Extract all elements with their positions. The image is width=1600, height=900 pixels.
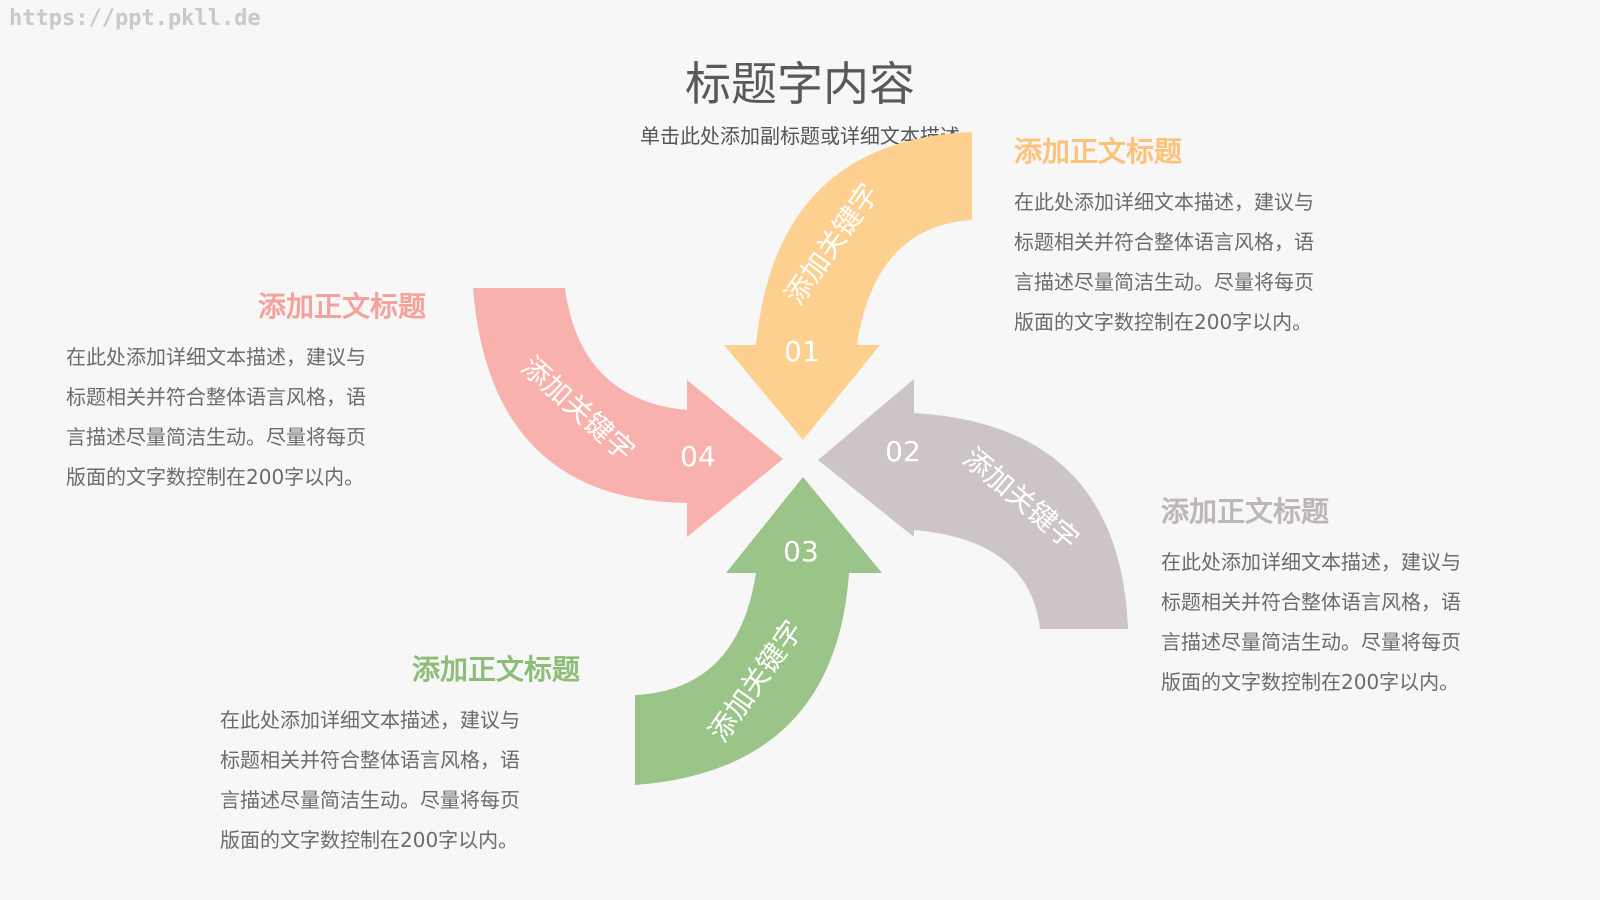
text-line: 标题相关并符合整体语言风格，语 <box>1161 590 1461 614</box>
arrow-04-shape <box>473 288 783 537</box>
text-line: 言描述尽量简洁生动。尽量将每页 <box>66 425 366 449</box>
text-block-04-body: 在此处添加详细文本描述，建议与 标题相关并符合整体语言风格，语 言描述尽量简洁生… <box>66 337 426 497</box>
arrow-04: 添加关键字 04 <box>473 288 783 537</box>
arrow-03-number: 03 <box>783 535 819 568</box>
text-line: 言描述尽量简洁生动。尽量将每页 <box>1161 630 1461 654</box>
text-line: 在此处添加详细文本描述，建议与 <box>66 345 366 369</box>
text-block-04-heading: 添加正文标题 <box>257 290 426 323</box>
text-line: 版面的文字数控制在200字以内。 <box>220 828 519 852</box>
text-line: 言描述尽量简洁生动。尽量将每页 <box>220 788 520 812</box>
arrow-01-shape <box>724 132 972 440</box>
text-block-02-heading: 添加正文标题 <box>1161 495 1330 528</box>
arrow-03: 添加关键字 03 <box>635 477 882 785</box>
text-line: 版面的文字数控制在200字以内。 <box>66 465 365 489</box>
text-line: 标题相关并符合整体语言风格，语 <box>66 385 366 409</box>
text-block-02-body: 在此处添加详细文本描述，建议与 标题相关并符合整体语言风格，语 言描述尽量简洁生… <box>1161 542 1521 702</box>
text-line: 版面的文字数控制在200字以内。 <box>1014 310 1313 334</box>
arrow-04-number: 04 <box>680 440 716 473</box>
arrow-01: 添加关键字 01 <box>724 132 972 440</box>
watermark-url: https://ppt.pkll.de <box>9 6 261 31</box>
text-line: 标题相关并符合整体语言风格，语 <box>1014 230 1314 254</box>
page-title: 标题字内容 <box>685 57 915 111</box>
text-block-02: 添加正文标题 在此处添加详细文本描述，建议与 标题相关并符合整体语言风格，语 言… <box>1161 490 1521 702</box>
arrow-02-number: 02 <box>885 435 921 468</box>
text-line: 在此处添加详细文本描述，建议与 <box>220 708 520 732</box>
text-block-03: 添加正文标题 在此处添加详细文本描述，建议与 标题相关并符合整体语言风格，语 言… <box>220 648 580 860</box>
arrow-02-shape <box>818 379 1128 629</box>
text-block-03-heading: 添加正文标题 <box>411 653 580 686</box>
text-block-01-heading: 添加正文标题 <box>1014 135 1183 168</box>
arrow-03-shape <box>635 477 882 785</box>
arrow-01-number: 01 <box>784 335 820 368</box>
text-line: 标题相关并符合整体语言风格，语 <box>220 748 520 772</box>
text-block-01-body: 在此处添加详细文本描述，建议与 标题相关并符合整体语言风格，语 言描述尽量简洁生… <box>1014 182 1374 342</box>
arrow-02: 添加关键字 02 <box>818 379 1128 629</box>
text-block-03-body: 在此处添加详细文本描述，建议与 标题相关并符合整体语言风格，语 言描述尽量简洁生… <box>220 700 580 860</box>
text-line: 版面的文字数控制在200字以内。 <box>1161 670 1460 694</box>
text-block-01: 添加正文标题 在此处添加详细文本描述，建议与 标题相关并符合整体语言风格，语 言… <box>1014 130 1374 342</box>
text-line: 在此处添加详细文本描述，建议与 <box>1014 190 1314 214</box>
text-block-04: 添加正文标题 在此处添加详细文本描述，建议与 标题相关并符合整体语言风格，语 言… <box>66 285 426 497</box>
text-line: 在此处添加详细文本描述，建议与 <box>1161 550 1461 574</box>
text-line: 言描述尽量简洁生动。尽量将每页 <box>1014 270 1314 294</box>
